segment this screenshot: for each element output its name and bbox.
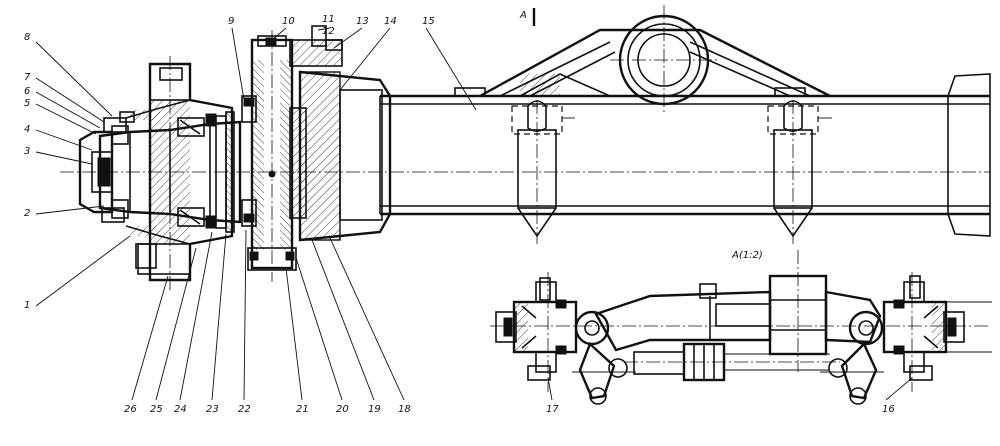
spring-seat-right [767, 100, 832, 244]
callout-2: 2 [24, 208, 30, 219]
detail-view-a: A(1:2) [490, 250, 992, 405]
view-marker-a: A [519, 10, 527, 21]
callout-3: 3 [24, 146, 30, 157]
spring-seat-left [511, 100, 575, 244]
callouts-main: 8 7 6 5 4 3 2 1 26 25 24 23 22 21 20 19 … [24, 14, 435, 415]
detail-steering-arms [572, 341, 884, 405]
callout-23: 23 [206, 404, 219, 415]
callout-8: 8 [24, 32, 30, 43]
callout-9: 9 [228, 16, 234, 27]
callout-13: 13 [356, 16, 369, 27]
callouts-detail: 17 16 [546, 404, 895, 415]
detail-tie-rod [624, 342, 840, 382]
callout-25: 25 [150, 404, 163, 415]
callout-26: 26 [124, 404, 137, 415]
callout-20: 20 [336, 404, 349, 415]
trunnion-bracket [454, 5, 831, 115]
right-knuckle-eye [848, 310, 884, 346]
callout-24: 24 [174, 404, 187, 415]
callout-5: 5 [24, 98, 30, 109]
detail-left-hub [495, 272, 578, 392]
callout-6: 6 [24, 86, 30, 97]
wheel-hub [78, 56, 242, 290]
callout-14: 14 [384, 16, 397, 27]
detail-view-title: A(1:2) [731, 250, 763, 261]
callout-11: 11 [322, 14, 335, 25]
steering-knuckle [241, 25, 392, 282]
callout-10: 10 [282, 16, 295, 27]
callout-15: 15 [422, 16, 435, 27]
callout-12: 12 [322, 26, 335, 37]
callout-7: 7 [24, 72, 31, 83]
callout-16: 16 [882, 404, 895, 415]
callout-22: 22 [238, 404, 251, 415]
callout-21: 21 [296, 404, 309, 415]
leaders-left [35, 27, 477, 401]
detail-right-hub [882, 272, 992, 392]
callout-4: 4 [24, 124, 30, 135]
callout-17: 17 [546, 404, 559, 415]
callout-18: 18 [398, 404, 411, 415]
callout-19: 19 [368, 404, 381, 415]
main-section-view: A [35, 5, 991, 401]
callout-1: 1 [24, 300, 30, 311]
